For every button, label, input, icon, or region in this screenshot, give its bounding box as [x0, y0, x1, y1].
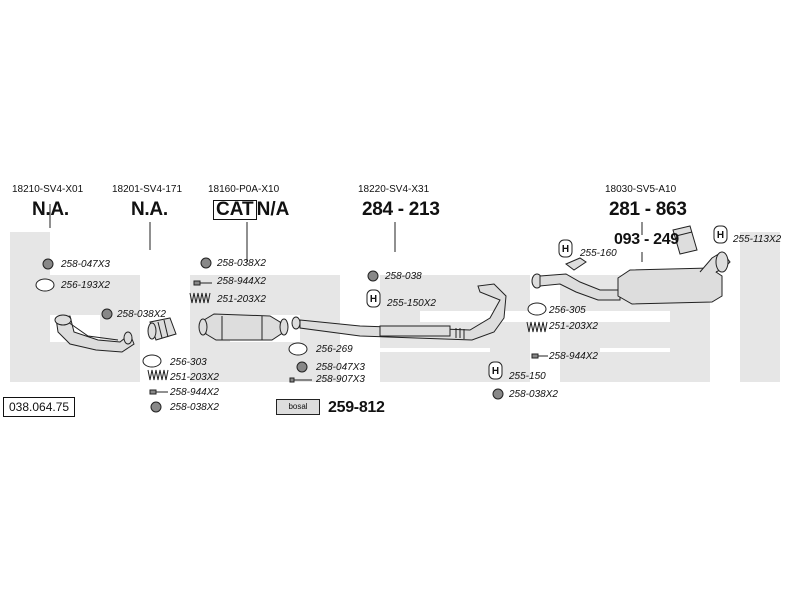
- kit-number: 259-812: [328, 399, 385, 416]
- front-pipe: [54, 314, 135, 353]
- accessory-number: 258-038X2: [509, 389, 558, 400]
- oem-number: 18160-P0A-X10: [208, 184, 280, 195]
- accessory-number: 256-269: [316, 344, 353, 355]
- accessory-number: 258-038X2: [170, 402, 219, 413]
- accessory-number: 256-193X2: [61, 280, 110, 291]
- hanger-letter: H: [370, 294, 377, 305]
- accessory-number: 258-944X2: [217, 276, 266, 287]
- oem-number: 18201-SV4-171: [112, 184, 183, 195]
- oem-number: 18220-SV4-X31: [358, 184, 430, 195]
- gasket-icon: [142, 354, 162, 368]
- accessory-number: 251-203X2: [170, 372, 219, 383]
- sub-part-number: 093 - 249: [614, 231, 679, 248]
- nut-icon: [492, 388, 504, 400]
- accessory-number: 255-160: [580, 248, 617, 259]
- accessory-number: 251-203X2: [549, 321, 598, 332]
- oem-number: 18030-SV5-A10: [605, 184, 677, 195]
- accessory-number: 258-907X3: [316, 374, 365, 385]
- hanger-letter: H: [492, 366, 499, 377]
- accessory-number: 258-038X2: [217, 258, 266, 269]
- main-part-number: 284 - 213: [362, 199, 440, 220]
- rear-muffler: [531, 251, 731, 305]
- clamp-bracket: [672, 225, 698, 255]
- accessory-number: 256-305: [549, 305, 586, 316]
- accessory-number: 255-150X2: [387, 298, 436, 309]
- gasket-icon: [288, 342, 308, 356]
- accessory-number: 258-038X2: [117, 309, 166, 320]
- accessory-number: 258-047X3: [61, 259, 110, 270]
- accessory-number: 258-944X2: [549, 351, 598, 362]
- gasket-icon: [35, 278, 55, 292]
- accessory-number: 255-113X2: [733, 234, 782, 245]
- bosal-kit-badge: bosal: [276, 399, 320, 415]
- accessory-number: 251-203X2: [217, 294, 266, 305]
- intermediate-pipe: [291, 283, 507, 341]
- nut-icon: [42, 258, 54, 270]
- nut-icon: [150, 401, 162, 413]
- diagram-reference: 038.064.75: [3, 397, 76, 417]
- hanger-icon: [366, 225, 728, 380]
- hanger-letter: H: [562, 244, 569, 255]
- nut-icon: [101, 308, 113, 320]
- accessory-number: 258-047X3: [316, 362, 365, 373]
- accessory-number: 255-150: [509, 371, 546, 382]
- spring-icon: [147, 292, 548, 381]
- hanger-letter: H: [717, 230, 724, 241]
- main-part-number: N.A.: [131, 199, 168, 220]
- cat-badge: CAT: [213, 200, 257, 220]
- main-part-number: 281 - 863: [609, 199, 687, 220]
- flex-pipe: [147, 317, 177, 341]
- accessory-number: 258-944X2: [170, 387, 219, 398]
- nut-icon: [200, 257, 212, 269]
- oem-number: 18210-SV4-X01: [12, 184, 84, 195]
- nut-icon: [296, 361, 308, 373]
- gasket-icon: [527, 302, 547, 316]
- main-part-number: N.A.: [32, 199, 69, 220]
- catalytic-converter: [198, 313, 289, 341]
- accessory-number: 256-303: [170, 357, 207, 368]
- bolt-icon: [149, 280, 548, 395]
- accessory-number: 258-038: [385, 271, 422, 282]
- nut-icon: [367, 270, 379, 282]
- cat-na: N/A: [256, 199, 290, 220]
